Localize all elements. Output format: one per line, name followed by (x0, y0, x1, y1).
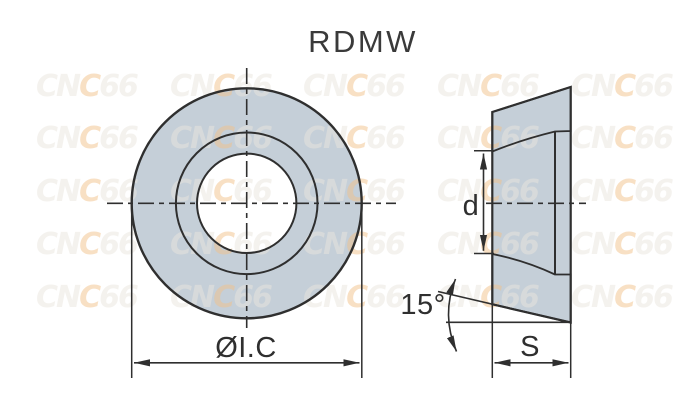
hole-diameter-label: d (463, 190, 480, 222)
watermark-text: CNC66 (36, 69, 138, 104)
bottom-hatched-section (491, 252, 572, 324)
watermark-text: CNC66 (437, 121, 539, 156)
watermark-text: CNC66 (303, 69, 405, 104)
watermark-text: CNC66 (437, 227, 539, 262)
watermark-text: CNC66 (303, 174, 405, 209)
watermark-text: CNC66 (170, 280, 272, 315)
watermark-text: CNC66 (170, 121, 272, 156)
watermark-text: CNC66 (571, 227, 673, 262)
thickness-label: S (520, 331, 540, 363)
clearance-angle-dimension: 15° (400, 278, 571, 352)
ic-diameter-dimension: ØI.C (130, 203, 363, 378)
watermark-text: CNC66 (170, 227, 272, 262)
watermark-text: CNC66 (36, 280, 138, 315)
watermark-text: CNC66 (36, 121, 138, 156)
top-hatched-section (491, 85, 572, 153)
watermark-text: CNC66 (571, 69, 673, 104)
watermark-text: CNC66 (303, 280, 405, 315)
ic-diameter-label: ØI.C (215, 332, 277, 364)
clearance-angle-label: 15° (400, 289, 445, 321)
angle-arc (446, 278, 458, 352)
watermark-text: CNC66 (571, 121, 673, 156)
watermark-text: CNC66 (437, 280, 539, 315)
watermark-text: CNC66 (36, 227, 138, 262)
watermark-text: CNC66 (303, 121, 405, 156)
page-title: RDMW (308, 24, 418, 59)
hole-diameter-dimension: d (463, 149, 494, 255)
watermark-text: CNC66 (571, 280, 673, 315)
watermark-text: CNC66 (437, 69, 539, 104)
watermark-text: CNC66 (170, 69, 272, 104)
section-body-fill (492, 87, 571, 323)
watermark-text: CNC66 (571, 174, 673, 209)
thickness-dimension: S (491, 305, 572, 378)
front-view: ØI.C (107, 68, 396, 378)
side-view: d 15° S (400, 85, 586, 378)
angle-slope-line (437, 290, 571, 324)
